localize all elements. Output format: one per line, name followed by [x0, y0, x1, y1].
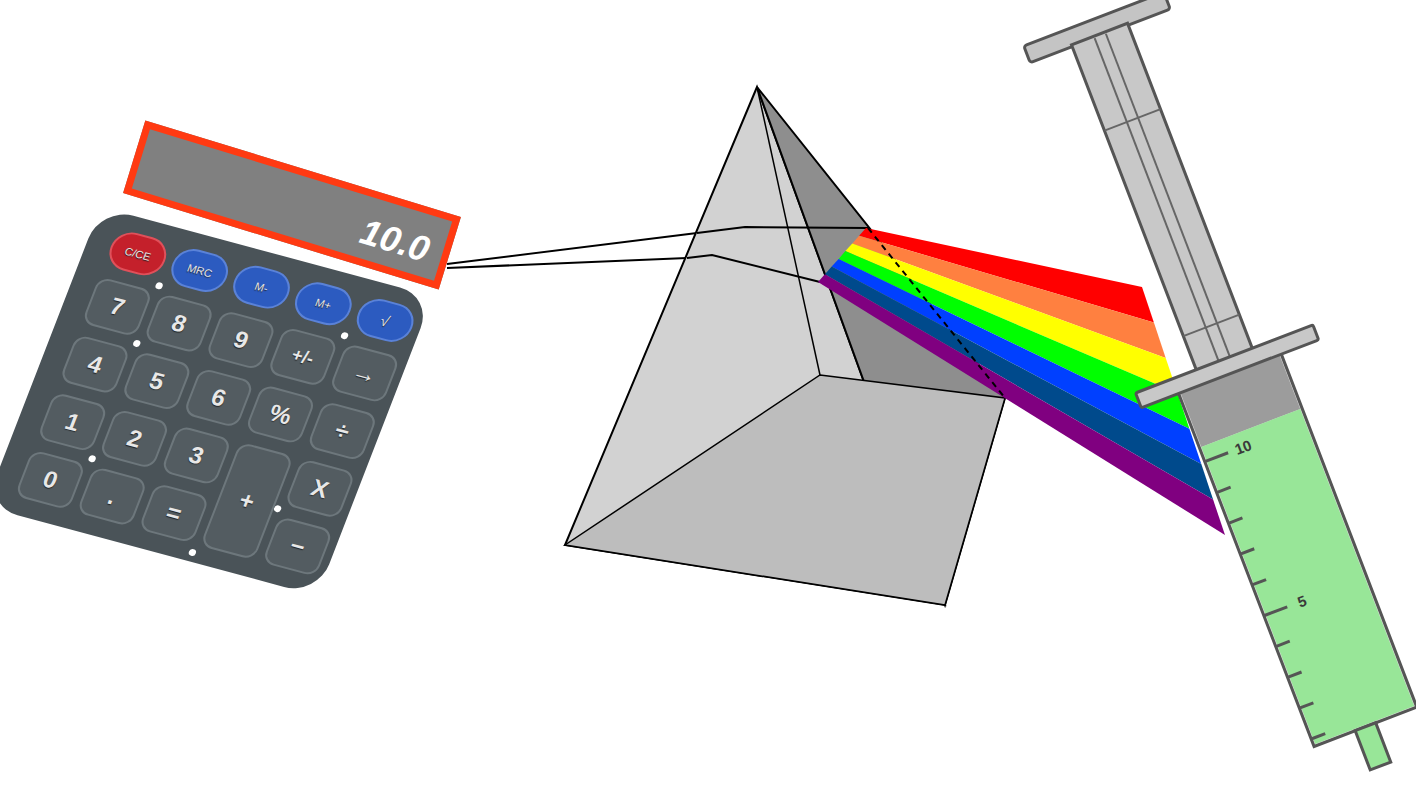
scale-tick [1264, 607, 1287, 616]
key-label: √ [378, 311, 392, 329]
key-label: + [235, 486, 259, 516]
key-label: . [104, 483, 121, 511]
spectrum-band [832, 259, 1202, 464]
key-label: = [162, 498, 186, 528]
key-label: % [265, 399, 296, 431]
scale-tick [1252, 580, 1266, 585]
key-label: M- [253, 280, 270, 294]
key-label: 4 [84, 350, 107, 380]
key-label: 7 [106, 292, 129, 322]
scale-tick [1288, 672, 1302, 677]
key-label: X [307, 474, 333, 504]
key-label: ÷ [331, 416, 354, 445]
rod-line [1104, 109, 1160, 131]
key-label: C/CE [123, 245, 153, 263]
key-label: 9 [229, 325, 252, 355]
key-label: 5 [145, 366, 168, 396]
syringe-barrel [1174, 343, 1416, 747]
key-label: 0 [39, 465, 62, 495]
key-label: 6 [207, 383, 230, 413]
syringe-nozzle [1355, 723, 1391, 770]
key-label: − [286, 532, 310, 562]
rod-line [1183, 315, 1239, 337]
key-label: 8 [168, 309, 191, 339]
key-label: +/- [289, 344, 317, 369]
scale-tick [1311, 734, 1325, 739]
key-label: 3 [185, 441, 208, 471]
spectrum-band [825, 267, 1213, 500]
light-beam [447, 258, 687, 268]
scale-tick [1228, 518, 1242, 523]
light-beam [697, 227, 868, 233]
scale-tick [1205, 453, 1228, 462]
prism-base [565, 375, 1005, 605]
scale-tick [1276, 641, 1290, 646]
key-label: 2 [123, 424, 146, 454]
scale-number: 5 [1295, 592, 1309, 611]
key-label: MRC [185, 262, 214, 280]
key-label: → [348, 357, 381, 389]
syringe [1005, 0, 1416, 788]
scale-number: 10 [1232, 436, 1254, 458]
rod-line [1095, 38, 1223, 372]
prism-edge [868, 228, 1005, 398]
scale-tick [1217, 487, 1231, 492]
rod-line [1106, 34, 1234, 368]
scale-tick [1299, 703, 1313, 708]
plunger-rod [1072, 23, 1258, 382]
syringe-fluid [1201, 409, 1414, 744]
syringe-flange [1136, 325, 1319, 408]
light-beam [687, 255, 820, 282]
spectrum-band [818, 274, 1225, 535]
prism-edge [757, 87, 820, 375]
key-label: M+ [314, 296, 333, 311]
scale-tick [1240, 549, 1254, 554]
key-label: 1 [61, 407, 84, 437]
display-value: 10.0 [355, 210, 434, 271]
